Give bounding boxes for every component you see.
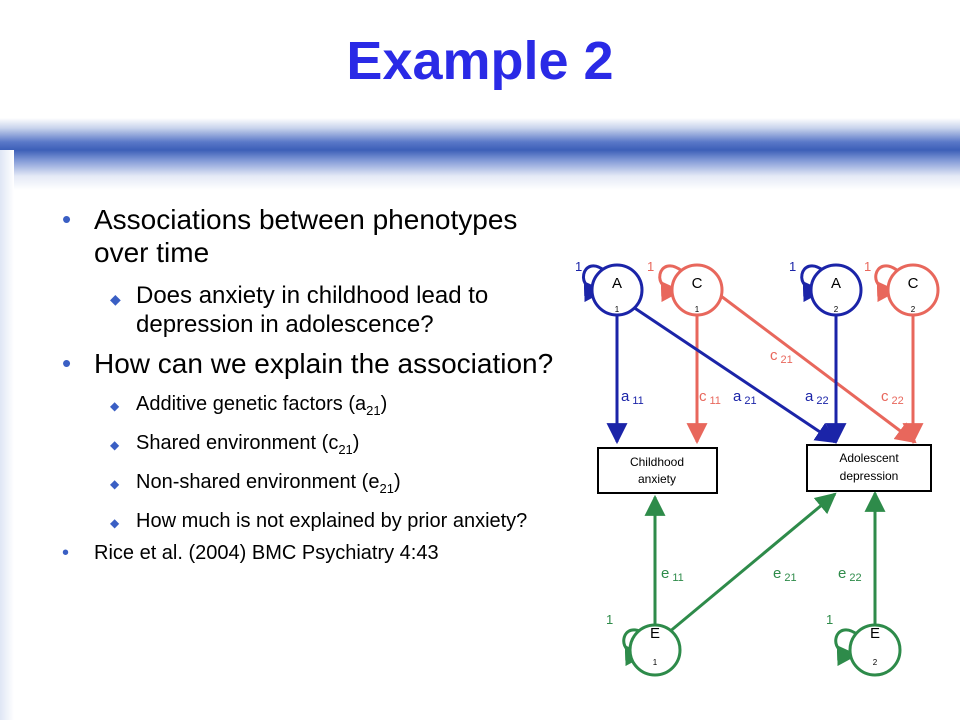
diamond-bullet-icon: ◆ bbox=[110, 399, 120, 413]
diamond-bullet-icon: ◆ bbox=[110, 516, 120, 530]
subscript: 21 bbox=[379, 481, 394, 496]
bullet-dot-icon: • bbox=[62, 204, 72, 234]
bullet-text: Additive genetic factors (a bbox=[136, 393, 367, 415]
subbullet-additive-genetic: ◆ Additive genetic factors (a21) bbox=[62, 392, 562, 423]
bullet-text-end: ) bbox=[393, 471, 401, 493]
diamond-bullet-icon: ◆ bbox=[110, 291, 121, 307]
header-band bbox=[0, 0, 960, 190]
bullet-list: • Associations between phenotypes over t… bbox=[62, 203, 562, 565]
bullet-text: Does anxiety in childhood lead to depres… bbox=[136, 282, 489, 338]
bullet-dot-icon: • bbox=[62, 348, 72, 378]
bullet-text: How much is not explained by prior anxie… bbox=[136, 510, 528, 532]
latent-letter-c1: C bbox=[692, 275, 703, 292]
observed-box-childhood-anxiety bbox=[597, 447, 718, 494]
bullet-text: Rice et al. (2004) BMC Psychiatry 4:43 bbox=[94, 542, 439, 564]
slide-title: Example 2 bbox=[346, 31, 614, 91]
bullet-dot-icon: • bbox=[62, 542, 70, 564]
subscript: 21 bbox=[366, 403, 381, 418]
variance-label-c2: 1 bbox=[864, 259, 871, 274]
diamond-bullet-icon: ◆ bbox=[110, 477, 120, 491]
variance-loop-e2 bbox=[834, 628, 859, 667]
bullet-text: How can we explain the association? bbox=[94, 348, 554, 379]
bullet-text-end: ) bbox=[352, 432, 360, 454]
path-e21 bbox=[667, 492, 837, 635]
bullet-text: Shared environment (c bbox=[136, 432, 339, 454]
bullet-associations: • Associations between phenotypes over t… bbox=[62, 203, 562, 269]
observed-label-line1: Childhood bbox=[630, 455, 684, 469]
path-c21 bbox=[712, 288, 917, 444]
latent-circle-c1 bbox=[670, 263, 724, 317]
subbullet-not-explained: ◆ How much is not explained by prior anx… bbox=[62, 509, 562, 533]
latent-index-c2: 2 bbox=[911, 305, 916, 314]
diamond-bullet-icon: ◆ bbox=[110, 438, 120, 452]
bullet-text: Non-shared environment (e bbox=[136, 471, 380, 493]
latent-letter-c2: C bbox=[908, 275, 919, 292]
latent-circle-c2 bbox=[886, 263, 940, 317]
latent-circle-e1 bbox=[628, 623, 682, 677]
variance-label-e2: 1 bbox=[826, 612, 833, 627]
latent-index-a1: 1 bbox=[615, 305, 620, 314]
observed-label-line1: Adolescent bbox=[839, 451, 899, 465]
bullet-citation: • Rice et al. (2004) BMC Psychiatry 4:43 bbox=[62, 541, 562, 565]
variance-label-a2: 1 bbox=[789, 259, 796, 274]
observed-label-line2: depression bbox=[840, 469, 899, 483]
bullet-text-end: ) bbox=[380, 393, 388, 415]
observed-box-adolescent-depression bbox=[806, 444, 932, 492]
left-accent-bar bbox=[0, 150, 14, 720]
latent-letter-a2: A bbox=[831, 275, 841, 292]
variance-label-a1: 1 bbox=[575, 259, 582, 274]
latent-index-c1: 1 bbox=[695, 305, 700, 314]
observed-label-line2: anxiety bbox=[638, 472, 676, 486]
latent-letter-e1: E bbox=[650, 625, 660, 642]
variance-label-e1: 1 bbox=[606, 612, 613, 627]
bullet-text: Associations between phenotypes over tim… bbox=[94, 204, 518, 268]
subscript: 21 bbox=[338, 442, 353, 457]
bullet-explain-association: • How can we explain the association? bbox=[62, 347, 562, 380]
latent-index-a2: 2 bbox=[834, 305, 839, 314]
subbullet-shared-environment: ◆ Shared environment (c21) bbox=[62, 431, 562, 462]
latent-circle-e2 bbox=[848, 623, 902, 677]
latent-circle-a2 bbox=[809, 263, 863, 317]
latent-index-e2: 2 bbox=[873, 658, 878, 667]
latent-letter-a1: A bbox=[612, 275, 622, 292]
latent-letter-e2: E bbox=[870, 625, 880, 642]
latent-circle-a1 bbox=[590, 263, 644, 317]
latent-index-e1: 1 bbox=[653, 658, 658, 667]
variance-label-c1: 1 bbox=[647, 259, 654, 274]
path-a21 bbox=[632, 305, 837, 444]
subbullet-nonshared-environment: ◆ Non-shared environment (e21) bbox=[62, 470, 562, 501]
subbullet-anxiety-depression: ◆ Does anxiety in childhood lead to depr… bbox=[62, 281, 562, 339]
